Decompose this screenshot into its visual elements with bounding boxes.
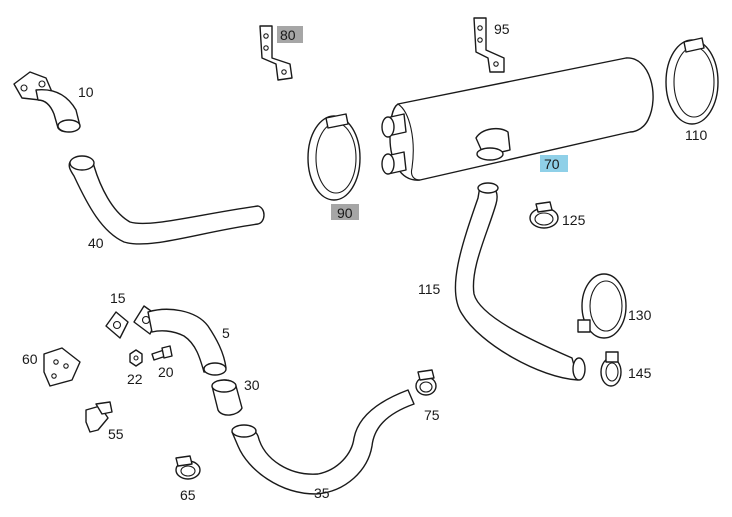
label-35[interactable]: 35 [314, 485, 330, 501]
label-70-highlight [540, 155, 568, 172]
label-95[interactable]: 95 [494, 21, 510, 37]
label-70[interactable]: 70 [544, 156, 560, 172]
label-90[interactable]: 90 [337, 205, 353, 221]
part-22-nut[interactable] [129, 349, 143, 367]
label-15[interactable]: 15 [110, 290, 126, 306]
label-22[interactable]: 22 [127, 371, 143, 387]
label-80[interactable]: 80 [280, 27, 296, 43]
label-10[interactable]: 10 [78, 84, 94, 100]
label-80-highlight [277, 26, 303, 43]
label-115[interactable]: 115 [418, 281, 441, 297]
part-90-clamp[interactable] [307, 113, 361, 201]
part-30-sleeve[interactable] [211, 379, 243, 416]
part-110-clamp[interactable] [665, 37, 719, 125]
label-20[interactable]: 20 [158, 364, 174, 380]
part-55-bracket[interactable] [85, 401, 113, 433]
label-60[interactable]: 60 [22, 351, 38, 367]
part-80-bracket[interactable] [259, 25, 293, 81]
part-130-clamp[interactable] [577, 273, 627, 339]
part-145-small-clamp[interactable] [600, 351, 622, 387]
label-125[interactable]: 125 [562, 212, 586, 228]
label-145[interactable]: 145 [628, 365, 652, 381]
part-70-muffler[interactable] [381, 57, 654, 181]
part-65-small-clamp[interactable] [175, 455, 201, 480]
label-90-highlight [331, 204, 359, 220]
label-55[interactable]: 55 [108, 426, 124, 442]
part-35-pipe[interactable] [231, 389, 415, 495]
label-5[interactable]: 5 [222, 325, 230, 341]
label-30[interactable]: 30 [244, 377, 260, 393]
part-20-bolt[interactable] [151, 345, 173, 361]
part-95-bracket[interactable] [473, 17, 505, 73]
part-10-elbow-pipe[interactable] [13, 71, 81, 133]
label-75[interactable]: 75 [424, 407, 440, 423]
part-15-gasket[interactable] [105, 311, 129, 339]
label-65[interactable]: 65 [180, 487, 196, 503]
label-110[interactable]: 110 [685, 127, 708, 143]
part-125-small-clamp[interactable] [529, 201, 559, 229]
part-5-flanged-pipe[interactable] [133, 305, 227, 376]
part-115-pipe[interactable] [454, 182, 586, 381]
label-40[interactable]: 40 [88, 235, 104, 251]
part-40-pipe[interactable] [68, 155, 265, 245]
part-75-small-clamp[interactable] [415, 369, 437, 396]
label-130[interactable]: 130 [628, 307, 652, 323]
part-60-bracket[interactable] [43, 347, 81, 387]
